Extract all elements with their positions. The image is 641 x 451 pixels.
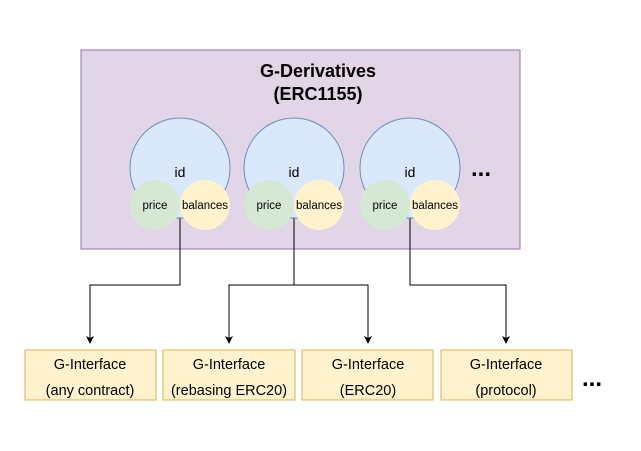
connector-2a (225, 218, 295, 344)
balances-circle (180, 180, 230, 230)
interface-subtitle: (rebasing ERC20) (171, 383, 287, 399)
interface-rect (440, 349, 573, 401)
id-label: id (289, 164, 300, 180)
token-node-1: id price balances (129, 117, 231, 230)
interface-box-4: G-Interface (protocol) (440, 349, 573, 401)
token-node-2: id price balances (243, 117, 345, 230)
connector-2b (294, 284, 372, 344)
interface-rect (24, 349, 157, 401)
id-label: id (175, 164, 186, 180)
balances-circle (294, 180, 344, 230)
interface-rect (301, 349, 434, 401)
interface-title: G-Interface (332, 357, 405, 373)
connector-1 (86, 218, 181, 344)
tokens-ellipsis: ... (471, 155, 491, 182)
interface-title: G-Interface (54, 357, 127, 373)
connector-3 (409, 218, 510, 344)
balances-circle (410, 180, 460, 230)
interface-subtitle: (any contract) (46, 383, 135, 399)
price-circle (360, 180, 410, 230)
interface-box-2: G-Interface (rebasing ERC20) (162, 349, 296, 401)
interface-title: G-Interface (470, 357, 543, 373)
balances-label: balances (182, 200, 228, 212)
price-label: price (373, 200, 398, 212)
id-label: id (405, 164, 416, 180)
interface-box-3: G-Interface (ERC20) (301, 349, 434, 401)
price-circle (130, 180, 180, 230)
container-title-line1: G-Derivatives (260, 61, 376, 81)
price-circle (244, 180, 294, 230)
interfaces-ellipsis: ... (582, 365, 602, 392)
interface-subtitle: (protocol) (475, 383, 536, 399)
price-label: price (143, 200, 168, 212)
interface-title: G-Interface (193, 357, 266, 373)
container-title-line2: (ERC1155) (273, 84, 362, 104)
price-label: price (257, 200, 282, 212)
interface-rect (162, 349, 296, 401)
balances-label: balances (296, 200, 342, 212)
interface-box-1: G-Interface (any contract) (24, 349, 157, 401)
token-node-3: id price balances (359, 117, 461, 230)
interface-subtitle: (ERC20) (340, 383, 396, 399)
balances-label: balances (412, 200, 458, 212)
